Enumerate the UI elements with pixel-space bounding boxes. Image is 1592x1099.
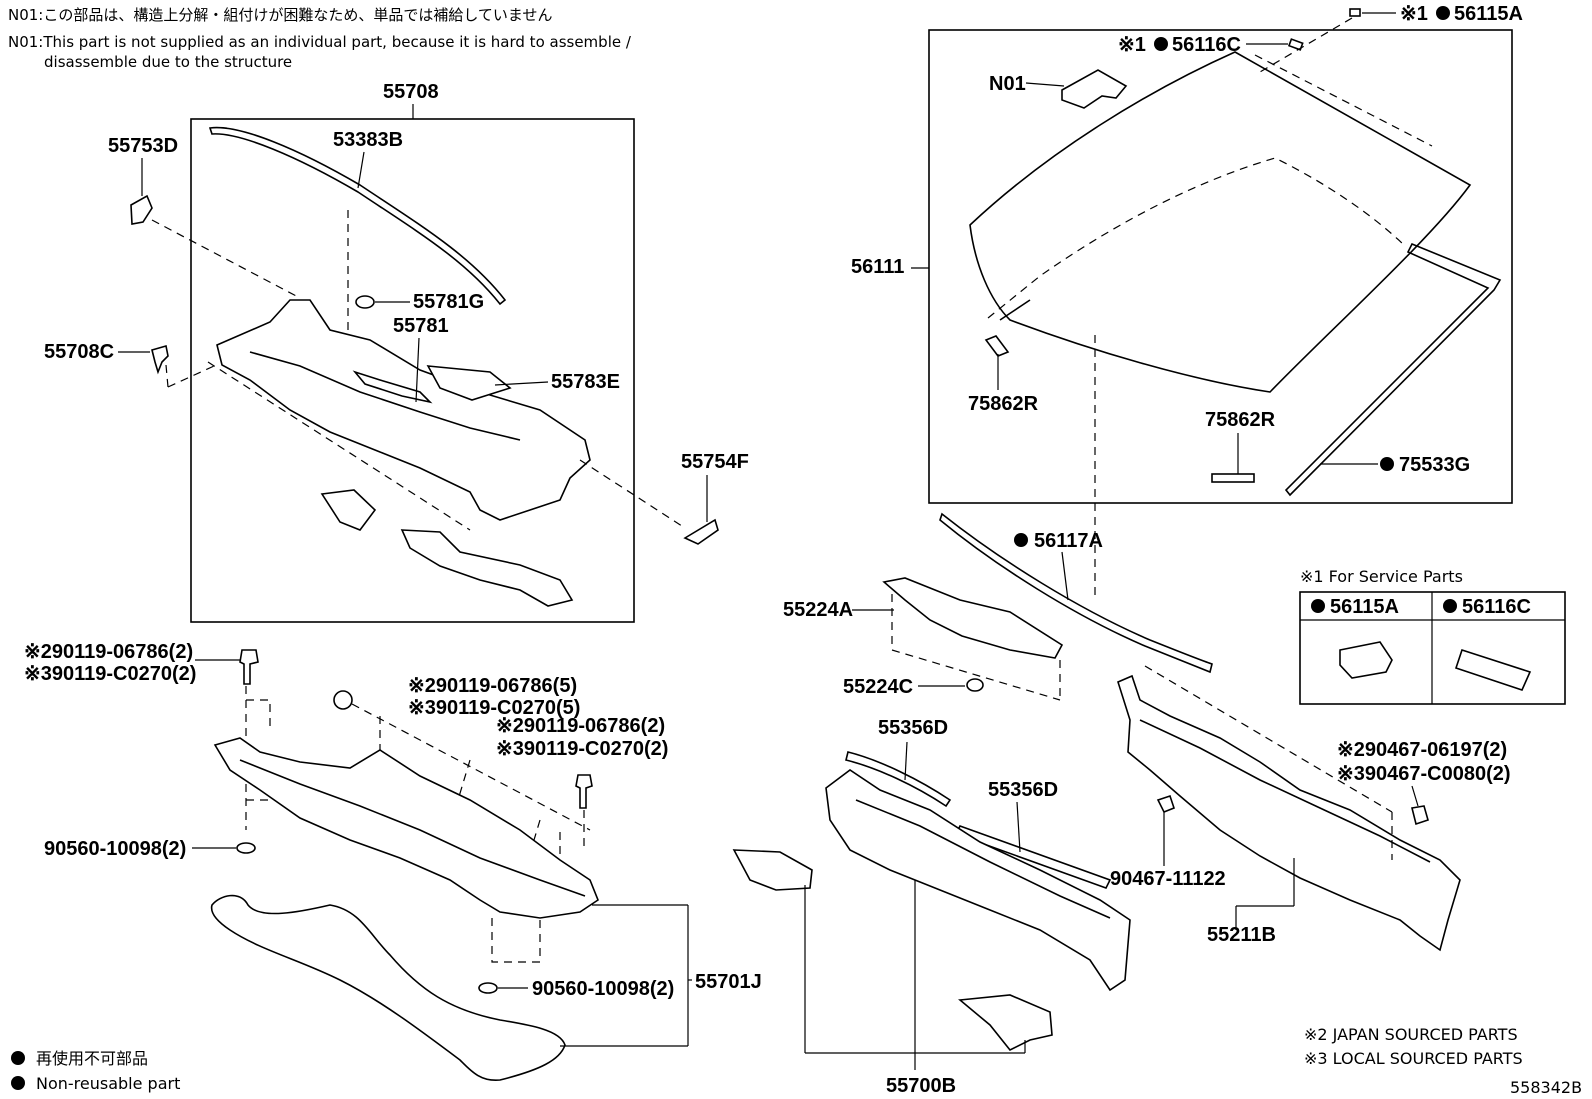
label-55700b[interactable]: 55700B [886,1075,956,1097]
nonreusable-dot-75533g [1380,457,1394,471]
washer-90560-b[interactable] [478,982,498,994]
label-55211b[interactable]: 55211B [1207,924,1276,946]
note-n01-japanese: N01:この部品は、構造上分解・組付けが困難なため、単品では補給していません [8,6,552,24]
clip-55753d[interactable] [130,194,153,225]
label-90467-11122[interactable]: 90467-11122 [1110,868,1226,890]
mark-service-56116c: ※1 [1118,34,1146,56]
bracket-lower-55700b[interactable] [958,994,1053,1052]
service-dot-56115a [1311,599,1325,613]
bolt-90119-b[interactable] [333,690,353,710]
spacer-56116c[interactable] [1287,38,1304,51]
clip-90467-06197[interactable] [1411,805,1429,826]
label-55783e[interactable]: 55783E [551,371,620,393]
weatherstrip-56117a[interactable] [939,512,1213,674]
legend-dot-en [11,1076,25,1090]
note-n01-english-2: disassemble due to the structure [44,53,292,71]
clip-90467-11122[interactable] [1156,794,1175,814]
legend-japan-sourced: ※2 JAPAN SOURCED PARTS [1304,1025,1518,1044]
nonreusable-dot-56115a [1436,6,1450,20]
label-clip-jp[interactable]: ※290467-06197(2) [1337,739,1507,761]
clip-55754f[interactable] [683,518,719,545]
label-55224a[interactable]: 55224A [783,599,853,621]
clip-55781g[interactable] [355,295,375,309]
label-55701j[interactable]: 55701J [695,971,762,993]
label-55356d-a[interactable]: 55356D [878,717,948,739]
service-box-title: ※1 For Service Parts [1300,567,1463,586]
label-75862r-left[interactable]: 75862R [968,393,1039,415]
spacer-56115a[interactable] [1349,8,1361,17]
label-bolt3-jp[interactable]: ※290119-06786(2) [496,715,665,737]
figure-id: 558342B [1510,1078,1582,1097]
label-bolt3-local[interactable]: ※390119-C0270(2) [496,738,668,760]
label-bolt2-local[interactable]: ※390119-C0270(5) [408,697,580,719]
nonreusable-dot-56116c [1154,37,1168,51]
label-55708[interactable]: 55708 [383,81,439,103]
label-90560-b[interactable]: 90560-10098(2) [532,978,674,1000]
label-53383b[interactable]: 53383B [333,129,403,151]
label-55356d-b[interactable]: 55356D [988,779,1058,801]
label-bolt1-local[interactable]: ※390119-C0270(2) [24,663,196,685]
service-part-56115a[interactable] [1339,641,1393,679]
service-part-56116c[interactable] [1454,648,1532,691]
windshield-glass-56111[interactable] [969,51,1472,393]
clip-55708c[interactable] [151,344,169,375]
bolt-90119-c[interactable] [575,774,593,809]
note-n01-english-1: N01:This part is not supplied as an indi… [8,33,632,51]
cowl-panel-55211b[interactable] [1117,674,1461,952]
mark-service-56115a: ※1 [1400,3,1428,25]
label-55781g[interactable]: 55781G [413,291,484,313]
washer-90560-a[interactable] [236,842,256,854]
label-56111[interactable]: 56111 [851,256,904,278]
cowl-panel-55700b[interactable] [825,769,1131,992]
seal-loop-55701j[interactable] [210,894,566,1081]
label-55781[interactable]: 55781 [393,315,449,337]
label-55754f[interactable]: 55754F [681,451,749,473]
seal-55356d-upper[interactable] [845,751,952,808]
frame-55701j[interactable] [213,737,599,919]
legend-nonreuse-jp: 再使用不可部品 [36,1049,148,1068]
cover-55224a[interactable] [882,577,1064,659]
group-box-56111 [928,29,1513,504]
cowl-top-panel-55781[interactable] [216,299,591,521]
spacer-75862r-right[interactable] [1211,473,1255,483]
label-55708c[interactable]: 55708C [44,341,114,363]
label-90560-a[interactable]: 90560-10098(2) [44,838,186,860]
service-dot-56116c [1443,599,1457,613]
bracket-right-lower[interactable] [400,529,574,607]
label-56115a-top[interactable]: 56115A [1454,3,1523,25]
label-75862r-right[interactable]: 75862R [1205,409,1276,431]
bolt-90119-a[interactable] [239,649,259,685]
legend-dot-jp [11,1051,25,1065]
label-bolt1-jp[interactable]: ※290119-06786(2) [24,641,193,663]
label-bolt2-jp[interactable]: ※290119-06786(5) [408,675,577,697]
seal-strip-53383b[interactable] [208,126,507,306]
label-n01[interactable]: N01 [989,73,1026,95]
label-55753d[interactable]: 55753D [108,135,178,157]
service-col-56115a: 56115A [1330,596,1399,618]
nonreusable-dot-56117a [1014,533,1028,547]
label-56117a[interactable]: 56117A [1034,530,1103,552]
spacer-75862r-left[interactable] [984,335,1010,357]
label-75533g[interactable]: 75533G [1399,454,1470,476]
legend-local-sourced: ※3 LOCAL SOURCED PARTS [1304,1049,1523,1068]
label-55224c[interactable]: 55224C [843,676,913,698]
bracket-n01[interactable] [1061,69,1128,109]
label-clip-local[interactable]: ※390467-C0080(2) [1337,763,1511,785]
bracket-left-lower[interactable] [320,489,377,531]
label-56116c-top[interactable]: 56116C [1172,34,1241,56]
service-col-56116c: 56116C [1462,596,1531,618]
legend-nonreuse-en: Non-reusable part [36,1074,180,1093]
bracket-left-55700b[interactable] [732,849,813,891]
moulding-75533g[interactable] [1284,242,1502,497]
clip-55224c[interactable] [966,678,984,692]
cover-55783e[interactable] [426,365,512,401]
